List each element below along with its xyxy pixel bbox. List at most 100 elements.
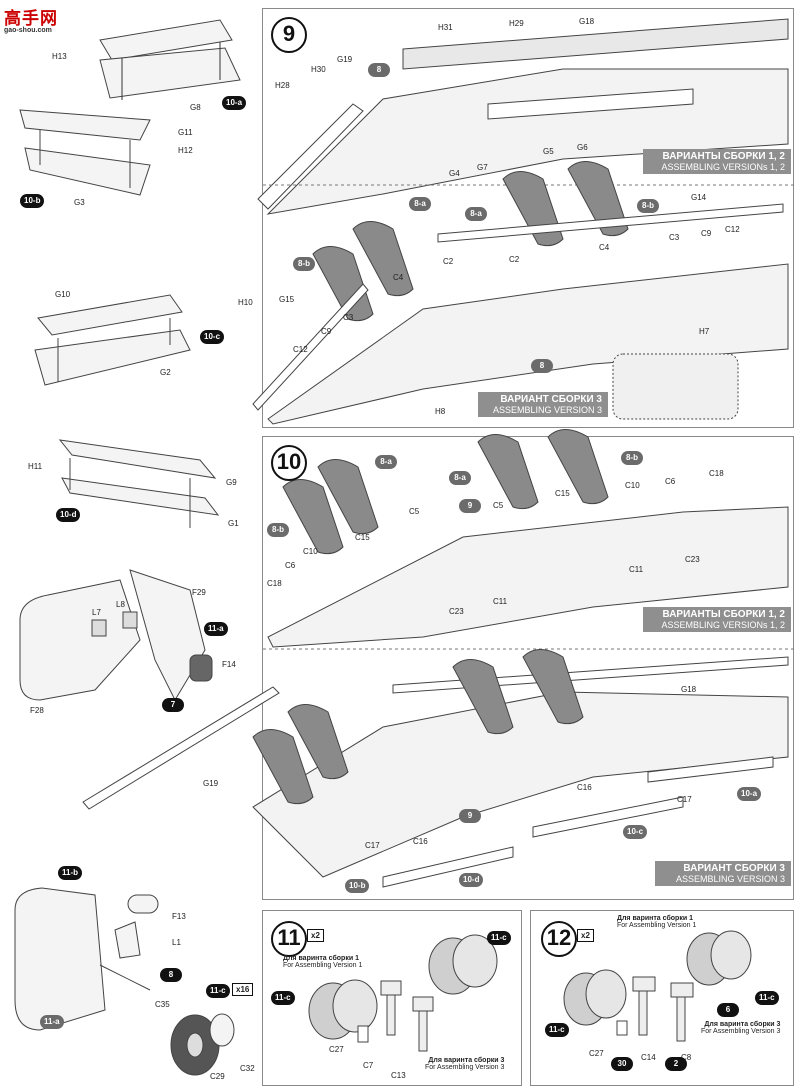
part-label-G15: G15 (279, 295, 295, 304)
part-label-H11: H11 (28, 462, 43, 471)
version-en: ASSEMBLING VERSIONs 1, 2 (661, 620, 785, 630)
part-label-C6-2: C6 (665, 477, 676, 486)
part-label-H7: H7 (699, 327, 710, 336)
part-label-C16-1: C16 (577, 783, 592, 792)
part-label-F13: F13 (172, 912, 186, 921)
part-label-C15-2: C15 (555, 489, 570, 498)
part-label-C13: C13 (391, 1071, 406, 1080)
step-10-version-3: ВАРИАНТ СБОРКИ 3 ASSEMBLING VERSION 3 (655, 861, 791, 886)
tag-8a-1: 8-a (375, 455, 397, 469)
step-10-panel: 10 8-a 8-b 8-a 8-b 9 C5 C5 C15 C15 C10 C… (82, 429, 795, 900)
version-ru: ВАРИАНТЫ СБОРКИ 1, 2 (662, 609, 785, 620)
step-9-version-3: ВАРИАНТ СБОРКИ 3 ASSEMBLING VERSION 3 (478, 392, 608, 417)
ref-step-8: 8 (160, 968, 182, 982)
part-label-H28: H28 (275, 81, 290, 90)
part-label-C9-1: C9 (701, 229, 712, 238)
step-12-panel: 12 x2 Для варинта сборки 1 For Assemblin… (530, 910, 794, 1086)
qty-x16: x16 (232, 983, 254, 996)
part-label-F14: F14 (222, 660, 236, 669)
step-9-version-1-2: ВАРИАНТЫ СБОРКИ 1, 2 ASSEMBLING VERSIONs… (643, 149, 791, 174)
part-label-C11-2: C11 (629, 565, 644, 574)
tag-10b: 10-b (345, 879, 370, 893)
part-label-H13: H13 (52, 52, 67, 61)
version-en: ASSEMBLING VERSIONs 1, 2 (661, 162, 785, 172)
step-11-qty: x2 (307, 929, 324, 942)
tag-11a-ref: 11-a (40, 1015, 64, 1029)
version-ru: ВАРИАНТ СБОРКИ 3 (683, 863, 785, 874)
step-10-number: 10 (271, 445, 307, 481)
note-en: For Assembling Version 1 (617, 922, 697, 929)
step-9-number: 9 (271, 17, 307, 53)
part-label-C23-1: C23 (449, 607, 464, 616)
part-label-G7: G7 (477, 163, 488, 172)
part-label-C11-1: C11 (493, 597, 508, 606)
site-logo: 高手网 gao-shou.com (4, 4, 58, 34)
tag-8a-1: 8-a (409, 197, 431, 211)
version-en: ASSEMBLING VERSION 3 (492, 405, 602, 415)
tag-8b-1: 8-b (267, 523, 289, 537)
ref-step-30: 30 (611, 1057, 633, 1071)
tag-9-2: 9 (459, 809, 481, 823)
part-label-C14: C14 (641, 1053, 656, 1062)
part-label-H31: H31 (438, 23, 453, 32)
step-12-drawing (563, 930, 752, 1042)
logo-name: 高手网 (4, 9, 58, 28)
ref-step-7: 7 (162, 698, 184, 712)
part-label-G9: G9 (226, 478, 237, 487)
note-ru: Для варинта сборки 1 (617, 915, 693, 922)
version-ru: ВАРИАНТЫ СБОРКИ 1, 2 (662, 151, 785, 162)
part-label-G8: G8 (190, 103, 201, 112)
note-ru: Для варинта сборки 1 (283, 955, 359, 962)
part-label-C12-2: C12 (293, 345, 308, 354)
version-en: ASSEMBLING VERSION 3 (675, 874, 785, 884)
note-en: For Assembling Version 3 (425, 1064, 505, 1071)
part-label-C18-1: C18 (267, 579, 282, 588)
part-label-L1: L1 (172, 938, 181, 947)
tag-10d: 10-d (56, 508, 81, 522)
tag-8-lower: 8 (531, 359, 553, 373)
part-label-G10: G10 (55, 290, 71, 299)
step-12-note-version-3: Для варинта сборки 3 For Assembling Vers… (701, 1021, 780, 1035)
part-label-C5-2: C5 (493, 501, 504, 510)
step-11-note-version-1: Для варинта сборки 1 For Assembling Vers… (283, 955, 362, 969)
part-label-L7: L7 (92, 608, 101, 617)
tag-10a: 10-a (737, 787, 762, 801)
step-10-version-1-2: ВАРИАНТЫ СБОРКИ 1, 2 ASSEMBLING VERSIONs… (643, 607, 791, 632)
step-10-drawing (82, 429, 795, 888)
tag-11c-2: 11-c (755, 991, 779, 1005)
tag-8a-2: 8-a (449, 471, 471, 485)
part-label-L8: L8 (116, 600, 125, 609)
part-label-C17-1: C17 (677, 795, 692, 804)
ref-step-6: 6 (717, 1003, 739, 1017)
part-label-G11: G11 (178, 128, 193, 137)
step-11-number: 11 (271, 921, 307, 957)
part-label-G19: G19 (337, 55, 353, 64)
part-label-C18-2: C18 (709, 469, 724, 478)
part-label-C3-1: C3 (669, 233, 680, 242)
part-label-C32: C32 (240, 1064, 255, 1073)
tag-8a-2: 8-a (465, 207, 487, 221)
note-en: For Assembling Version 1 (283, 962, 363, 969)
step-12-qty: x2 (577, 929, 594, 942)
part-label-G4: G4 (449, 169, 460, 178)
part-label-F28: F28 (30, 706, 44, 715)
part-label-H30: H30 (311, 65, 326, 74)
part-label-G18: G18 (579, 17, 595, 26)
step-9-panel: 9 H31 H29 G18 8 H30 G19 H28 G7 G4 G5 G6 … (252, 8, 795, 428)
step-12-number: 12 (541, 921, 577, 957)
tag-8b-1: 8-b (293, 257, 315, 271)
note-ru: Для варинта сборки 3 (704, 1021, 781, 1028)
part-label-H12: H12 (178, 146, 193, 155)
step-11-drawing (308, 934, 498, 1052)
part-label-C4-2: C4 (393, 273, 404, 282)
part-label-G14: G14 (691, 193, 707, 202)
tag-10a: 10-a (222, 96, 247, 110)
version-ru: ВАРИАНТ СБОРКИ 3 (500, 394, 602, 405)
part-label-C7: C7 (363, 1061, 374, 1070)
logo-url: gao-shou.com (4, 27, 52, 34)
tag-11a: 11-a (204, 622, 228, 636)
tag-11c: 11-c (206, 984, 230, 998)
part-label-C27: C27 (329, 1045, 344, 1054)
note-ru: Для варинта сборки 3 (428, 1057, 505, 1064)
part-label-C5-1: C5 (409, 507, 420, 516)
